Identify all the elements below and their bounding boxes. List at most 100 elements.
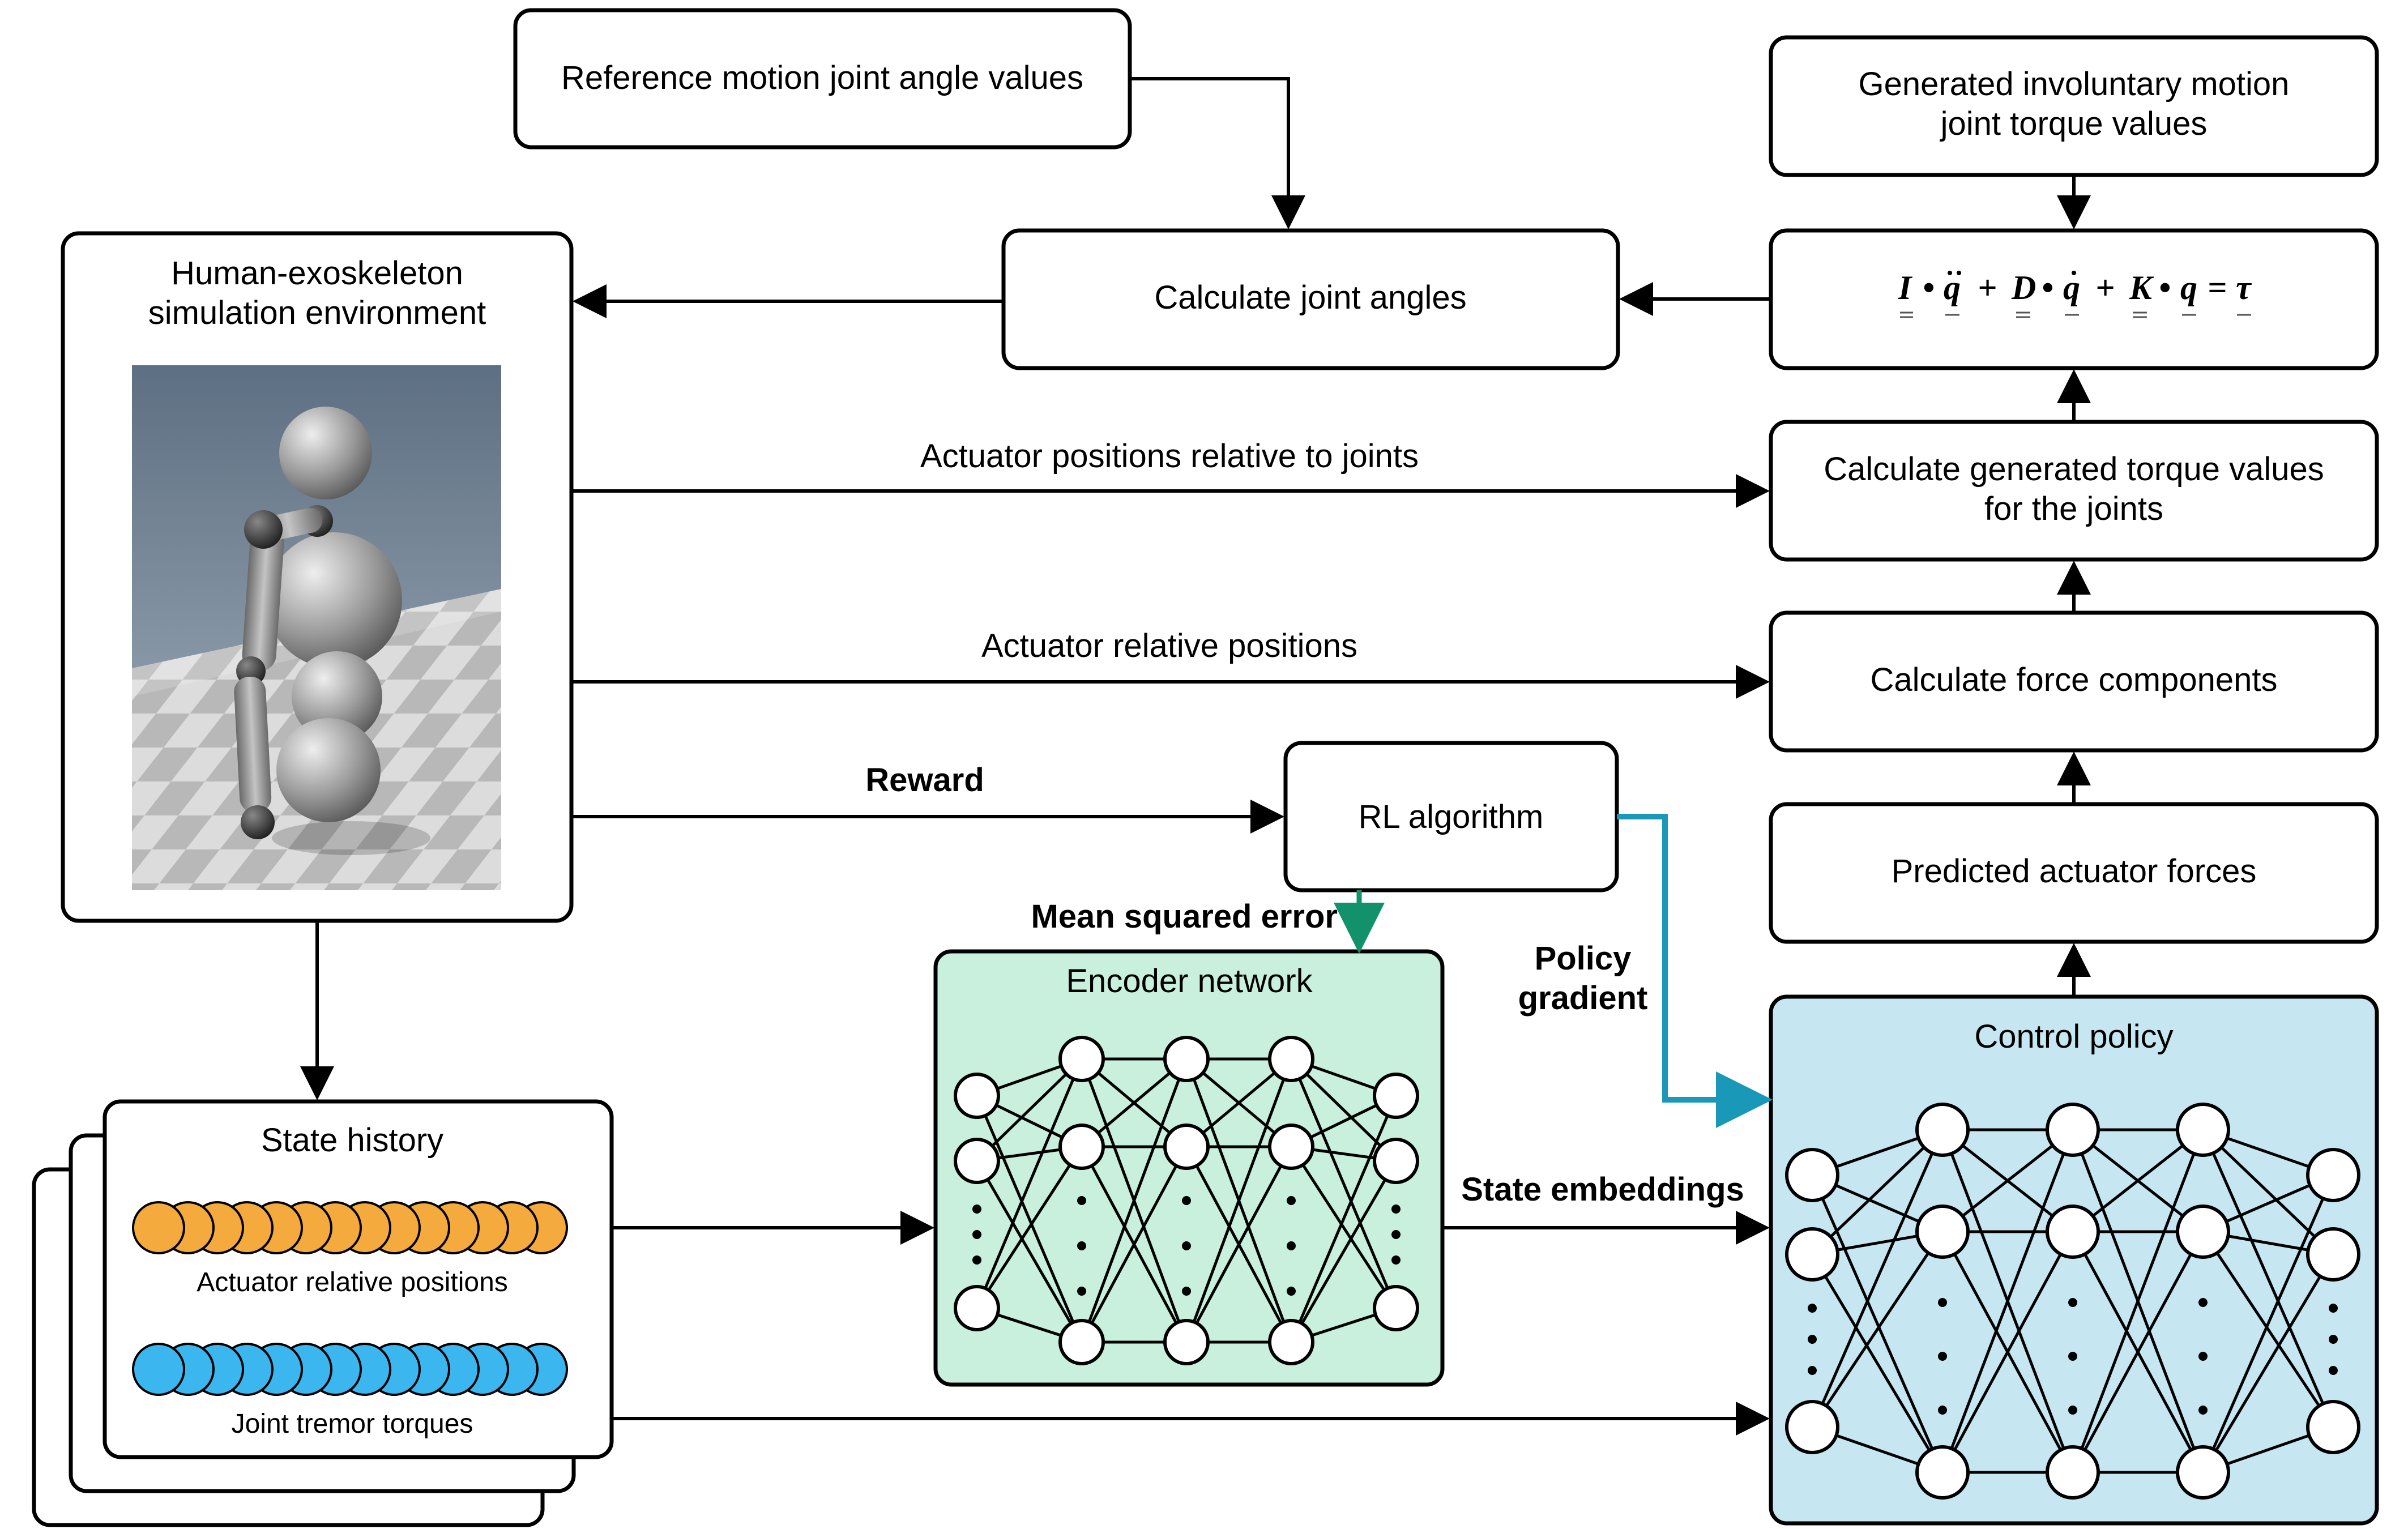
network-ellipsis-dot (2329, 1366, 2338, 1375)
eq-plus-1: + (1978, 269, 1997, 306)
network-edge (1185, 1058, 1293, 1343)
network-edge (1941, 1129, 2074, 1233)
network-node (1268, 1124, 1314, 1170)
network-node (2046, 1445, 2100, 1500)
network-ellipsis-dot (1391, 1230, 1401, 1239)
calculate-joint-angles-label: Calculate joint angles (1154, 279, 1466, 316)
network-node (1915, 1103, 1970, 1157)
network-edge (975, 1146, 1083, 1309)
calc-torque-box: Calculate generated torque values for th… (1769, 420, 2379, 562)
network-ellipsis-dot (1182, 1241, 1191, 1250)
generated-motion-label-line1: Generated involuntary motion (1859, 66, 2290, 102)
network-edge (1811, 1231, 1944, 1428)
eq-damping-symbol: D (2011, 269, 2036, 306)
encoder-network-box: Encoder network (933, 949, 1445, 1387)
network-edge (1290, 1095, 1398, 1343)
network-edge (2201, 1253, 2335, 1474)
reference-motion-box: Reference motion joint angle values (513, 8, 1132, 150)
network-node (1373, 1073, 1419, 1119)
arrow-reference-to-joint-angles (1130, 77, 1305, 229)
network-node (1163, 1036, 1210, 1082)
network-edge (1290, 1058, 1397, 1162)
network-ellipsis-dot (1182, 1196, 1191, 1205)
rl-algorithm-label: RL algorithm (1359, 798, 1544, 835)
network-node (1373, 1285, 1419, 1331)
eq-tau: τ (2236, 269, 2252, 306)
rl-algorithm-box: RL algorithm (1283, 741, 1619, 892)
actuator-position-sample (132, 1201, 185, 1254)
network-ellipsis-dot (2068, 1406, 2077, 1415)
network-edge (1080, 1058, 1188, 1343)
generated-motion-box: Generated involuntary motion joint torqu… (1769, 35, 2379, 177)
network-node (1163, 1124, 1210, 1170)
network-ellipsis-dot (1938, 1352, 1947, 1361)
network-node (2306, 1400, 2360, 1454)
network-ellipsis-dot (1938, 1298, 1947, 1307)
network-ellipsis-dot (972, 1255, 981, 1265)
network-node (1785, 1400, 1839, 1454)
network-ellipsis-dot (1808, 1304, 1817, 1313)
network-edge (975, 1160, 1083, 1343)
network-ellipsis-dot (2198, 1298, 2208, 1307)
network-edge (976, 1058, 1083, 1162)
human-exoskeleton-label-line1: Human-exoskeleton (171, 255, 463, 292)
network-ellipsis-dot (1808, 1335, 1817, 1344)
dynamics-equation: I • q + D • q + K • q = τ (1898, 269, 2252, 318)
network-ellipsis-dot (2198, 1352, 2208, 1361)
calc-force-label: Calculate force components (1871, 661, 2278, 698)
network-ellipsis-dot (2068, 1298, 2077, 1307)
network-ellipsis-dot (972, 1230, 981, 1239)
network-ellipsis-dot (972, 1205, 981, 1214)
network-edge (2072, 1129, 2204, 1233)
eq-dot-3: • (2159, 269, 2171, 306)
network-node (1058, 1124, 1105, 1170)
network-edge (1290, 1058, 1398, 1309)
network-edge (1811, 1129, 1944, 1255)
network-node (1268, 1036, 1314, 1082)
network-edge (1811, 1253, 1944, 1474)
network-node (2306, 1148, 2360, 1202)
control-policy-label: Control policy (1974, 1018, 2173, 1055)
network-edge (2201, 1129, 2335, 1428)
network-node (1058, 1319, 1105, 1365)
network-edge (1941, 1129, 2074, 1473)
state-history-stack: State history Actuator relative position… (32, 1099, 614, 1527)
network-ellipsis-dot (1077, 1241, 1086, 1250)
label-actuator-positions-to-joints: Actuator positions relative to joints (920, 438, 1419, 475)
eq-stiffness-symbol: K (2129, 269, 2154, 306)
label-mean-squared-error: Mean squared error (1031, 898, 1338, 935)
network-node (2176, 1445, 2230, 1500)
label-actuator-relative-positions: Actuator relative positions (981, 627, 1357, 664)
network-node (1058, 1036, 1105, 1082)
arrows (300, 77, 2091, 1436)
generated-motion-label-line2: joint torque values (1940, 105, 2208, 142)
network-node (1915, 1205, 1970, 1259)
network-node (2046, 1103, 2100, 1157)
label-policy-gradient-line2: gradient (1518, 980, 1648, 1017)
joint-torque-sample (132, 1343, 185, 1396)
network-edge (1290, 1146, 1398, 1309)
network-ellipsis-dot (1287, 1241, 1296, 1250)
network-ellipsis-dot (1938, 1406, 1947, 1415)
network-node (1915, 1445, 1970, 1500)
network-ellipsis-dot (2198, 1406, 2208, 1415)
network-ellipsis-dot (2068, 1352, 2077, 1361)
network-edge (1811, 1174, 1944, 1474)
network-node (2046, 1205, 2100, 1259)
network-ellipsis-dot (2329, 1304, 2338, 1313)
arrow-policy-gradient (1617, 814, 1773, 1128)
actuator-positions-sequence (132, 1201, 568, 1254)
calculate-joint-angles-box: Calculate joint angles (1001, 228, 1620, 370)
eq-plus-2: + (2095, 269, 2115, 306)
policy-network-graph (1785, 1103, 2360, 1500)
label-reward: Reward (865, 762, 984, 798)
network-edge (1290, 1160, 1398, 1343)
eq-equals: = (2208, 269, 2227, 306)
joint-torques-sequence (132, 1343, 568, 1396)
eq-inertia-symbol: I (1898, 269, 1913, 306)
calc-force-box: Calculate force components (1769, 610, 2379, 753)
network-edge (2071, 1231, 2205, 1474)
network-node (954, 1285, 1000, 1331)
network-node (1373, 1138, 1419, 1184)
